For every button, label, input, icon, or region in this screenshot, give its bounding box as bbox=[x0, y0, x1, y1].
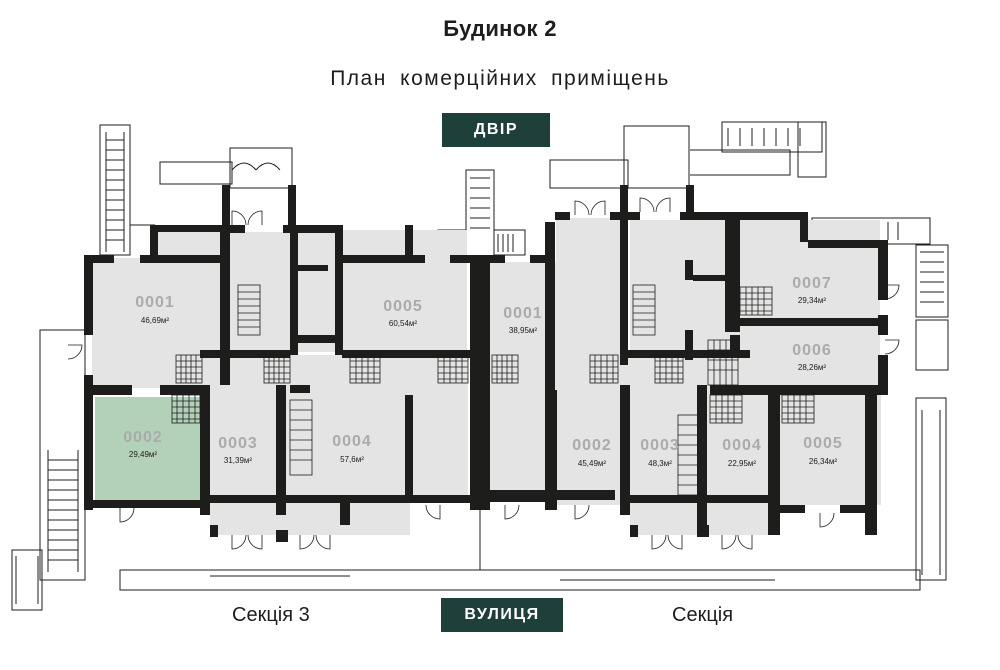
room-area: 22,95м² bbox=[728, 459, 757, 468]
yard-badge: ДВІР bbox=[442, 113, 550, 147]
room-number: 0002 bbox=[572, 437, 612, 454]
room-number: 0004 bbox=[722, 437, 762, 454]
room-area: 48,3м² bbox=[648, 459, 672, 468]
room-s-0007[interactable]: 0007 29,34м² bbox=[792, 275, 832, 305]
room-number: 0003 bbox=[640, 437, 680, 454]
room-area: 57,6м² bbox=[340, 455, 364, 464]
room-s-0003[interactable]: 0003 48,3м² bbox=[640, 437, 680, 468]
room-s3-0003[interactable]: 0003 31,39м² bbox=[218, 435, 258, 465]
room-s3-0004[interactable]: 0004 57,6м² bbox=[332, 433, 372, 464]
room-area: 28,26м² bbox=[798, 363, 827, 372]
room-number: 0002 bbox=[123, 429, 163, 446]
room-labels: 0001 46,69м² 0002 29,49м² 0003 31,39м² 0… bbox=[123, 275, 843, 468]
room-s3-0001[interactable]: 0001 46,69м² bbox=[135, 294, 175, 325]
room-number: 0007 bbox=[792, 275, 832, 292]
room-number: 0004 bbox=[332, 433, 372, 450]
room-s-0001[interactable]: 0001 38,95м² bbox=[503, 305, 543, 335]
room-area: 31,39м² bbox=[224, 456, 253, 465]
doors bbox=[67, 197, 900, 550]
room-number: 0006 bbox=[792, 342, 832, 359]
section-3-label: Секція 3 bbox=[232, 604, 310, 626]
room-area: 38,95м² bbox=[509, 326, 538, 335]
room-number: 0001 bbox=[503, 305, 543, 322]
room-area: 46,69м² bbox=[141, 316, 170, 325]
room-s3-0002[interactable]: 0002 29,49м² bbox=[123, 429, 163, 459]
room-area: 45,49м² bbox=[578, 459, 607, 468]
room-s-0004[interactable]: 0004 22,95м² bbox=[722, 437, 762, 468]
section-label-right: Секція bbox=[672, 604, 734, 626]
room-s3-0005[interactable]: 0005 60,54м² bbox=[383, 298, 423, 328]
room-area: 60,54м² bbox=[389, 319, 418, 328]
room-s-0005[interactable]: 0005 26,34м² bbox=[803, 435, 843, 466]
room-number: 0005 bbox=[803, 435, 843, 452]
room-s-0002[interactable]: 0002 45,49м² bbox=[572, 437, 612, 468]
plan-subtitle: План комерційних приміщень bbox=[330, 67, 670, 90]
street-badge: ВУЛИЦЯ bbox=[441, 598, 563, 632]
building-title: Будинок 2 bbox=[443, 16, 557, 41]
room-s-0006[interactable]: 0006 28,26м² bbox=[792, 342, 832, 372]
room-area: 26,34м² bbox=[809, 457, 838, 466]
room-area: 29,49м² bbox=[129, 450, 158, 459]
shaft-grids bbox=[171, 284, 815, 496]
room-number: 0003 bbox=[218, 435, 258, 452]
room-area: 29,34м² bbox=[798, 296, 827, 305]
room-number: 0001 bbox=[135, 294, 175, 311]
room-number: 0005 bbox=[383, 298, 423, 315]
walls bbox=[84, 185, 888, 542]
